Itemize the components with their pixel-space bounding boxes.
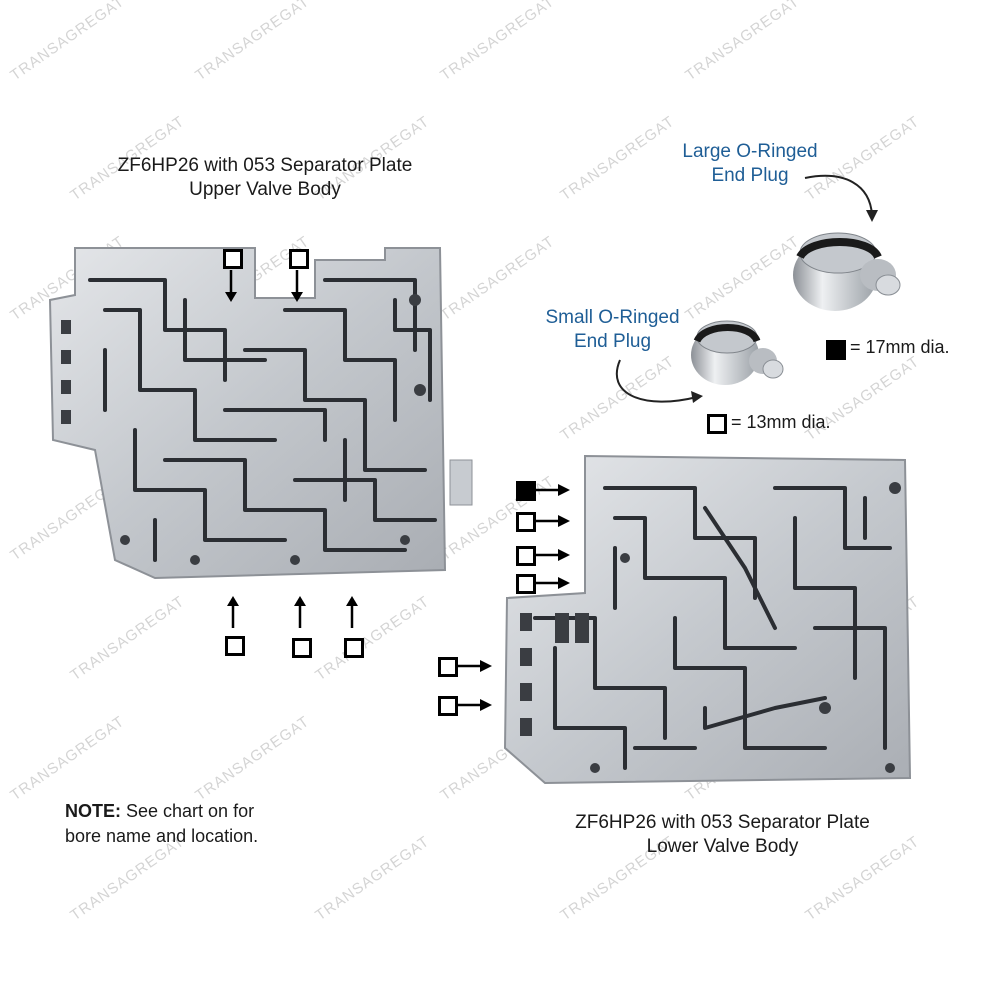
watermark-text: TRANSAGREGAT xyxy=(437,0,558,85)
small-plug-label-line2: End Plug xyxy=(573,331,652,352)
legend-13mm-open-square-icon xyxy=(707,414,727,434)
note-label: NOTE: xyxy=(65,801,121,821)
arrow-up-icon xyxy=(346,596,358,628)
watermark-text: TRANSAGREGAT xyxy=(682,0,803,85)
bore-marker-13mm xyxy=(438,696,458,716)
lower-caption-line2: Lower Valve Body xyxy=(646,836,799,857)
lower-valve-body-image xyxy=(503,454,912,785)
small-o-ringed-end-plug-image xyxy=(691,320,784,385)
large-o-ringed-end-plug-image xyxy=(793,232,901,311)
large-plug-label: Large O-Ringed End Plug xyxy=(660,140,840,188)
arrow-right-icon xyxy=(536,577,570,589)
small-plug-label-line1: Small O-Ringed xyxy=(545,307,680,328)
bore-marker-13mm xyxy=(438,657,458,677)
upper-caption-line2: Upper Valve Body xyxy=(189,179,341,200)
large-plug-label-line2: End Plug xyxy=(711,165,789,186)
arrow-down-icon xyxy=(225,270,237,302)
legend-17mm-filled-square-icon xyxy=(826,340,846,360)
bore-marker-13mm xyxy=(223,249,243,269)
lower-valve-body-caption: ZF6HP26 with 053 Separator Plate Lower V… xyxy=(545,811,900,859)
note-text: NOTE: See chart on for bore name and loc… xyxy=(65,799,365,849)
watermark-text: TRANSAGREGAT xyxy=(7,712,128,805)
upper-valve-body-image xyxy=(48,247,473,580)
bore-marker-17mm xyxy=(516,481,536,501)
arrow-right-icon xyxy=(458,660,492,672)
watermark-text: TRANSAGREGAT xyxy=(67,592,188,685)
watermark-text: TRANSAGREGAT xyxy=(7,0,128,85)
watermark-text: TRANSAGREGAT xyxy=(192,0,313,85)
large-plug-label-line1: Large O-Ringed xyxy=(682,141,818,162)
bore-marker-13mm xyxy=(225,636,245,656)
arrow-up-icon xyxy=(294,596,306,628)
legend-13mm-text: = 13mm dia. xyxy=(731,412,831,432)
bore-marker-13mm xyxy=(516,512,536,532)
arrow-down-icon xyxy=(291,270,303,302)
note-line1: See chart on for xyxy=(121,801,255,821)
bore-marker-13mm xyxy=(292,638,312,658)
bore-marker-13mm xyxy=(344,638,364,658)
upper-valve-body-caption: ZF6HP26 with 053 Separator Plate Upper V… xyxy=(90,154,440,202)
curved-arrow-icon xyxy=(804,174,878,222)
bore-marker-13mm xyxy=(516,574,536,594)
arrow-up-icon xyxy=(227,596,239,628)
lower-caption-line1: ZF6HP26 with 053 Separator Plate xyxy=(575,812,870,833)
small-plug-label: Small O-Ringed End Plug xyxy=(530,306,695,354)
bore-marker-13mm xyxy=(516,546,536,566)
note-line2: bore name and location. xyxy=(65,826,259,846)
bore-marker-13mm xyxy=(289,249,309,269)
upper-caption-line1: ZF6HP26 with 053 Separator Plate xyxy=(117,155,413,176)
watermark-text: TRANSAGREGAT xyxy=(192,712,313,805)
legend-17mm-text: = 17mm dia. xyxy=(850,337,950,357)
curved-arrow-icon xyxy=(615,359,703,403)
arrow-right-icon xyxy=(536,515,570,527)
arrow-right-icon xyxy=(536,484,570,496)
arrow-right-icon xyxy=(536,549,570,561)
arrow-right-icon xyxy=(458,699,492,711)
watermark-text: TRANSAGREGAT xyxy=(312,592,433,685)
